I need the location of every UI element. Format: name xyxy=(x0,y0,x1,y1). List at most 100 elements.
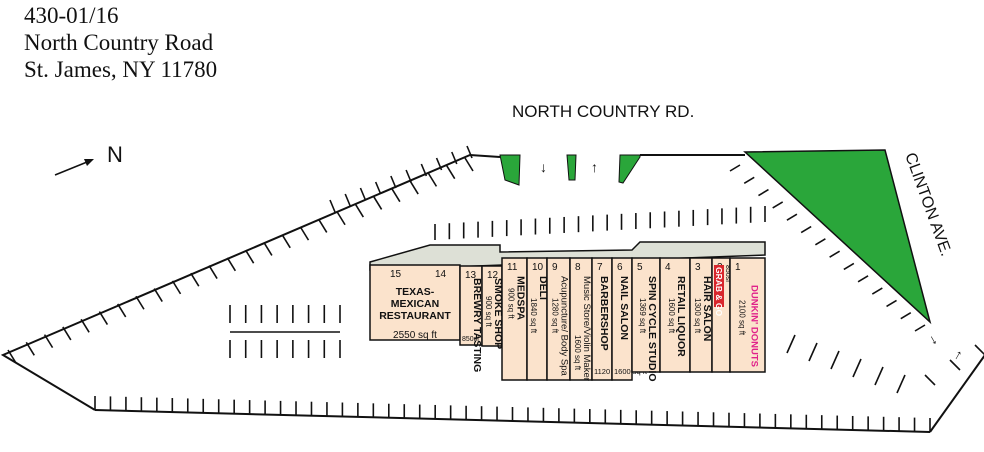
unit-sqft: 850sf xyxy=(462,336,479,343)
north-arrow-icon xyxy=(54,159,94,176)
parking-stripe xyxy=(354,203,365,218)
unit-number: 9 xyxy=(552,262,558,273)
unit-number: 5 xyxy=(637,262,643,273)
arrow-up-icon: ↑ xyxy=(591,159,598,175)
parking-stripe xyxy=(153,288,163,302)
parking-stripe xyxy=(336,211,346,226)
parking-stripe xyxy=(98,311,109,326)
unit-number: 4 xyxy=(665,262,671,273)
unit-sqft: 2550 sq ft xyxy=(393,330,437,341)
parking-stripe xyxy=(852,358,862,378)
parking-stripe xyxy=(874,366,884,386)
parcel-number: 430-01/16 xyxy=(24,3,119,28)
parking-stripe xyxy=(786,213,798,221)
parking-stripe xyxy=(405,169,412,183)
parking-stripe xyxy=(25,341,35,356)
unit-number: 10 xyxy=(532,262,544,273)
parking-stripe xyxy=(896,374,906,394)
parking-stripe xyxy=(772,201,784,209)
parking-stripe xyxy=(329,199,336,213)
parking-stripe xyxy=(263,242,273,256)
parking-stripe xyxy=(62,326,72,341)
unit-sqft: 1600 sq ft xyxy=(573,335,582,371)
unit-name: SPIN CYCLE STUDIO xyxy=(646,276,658,382)
unit-sqft: 1840 sq ft xyxy=(529,298,538,334)
parking-stripe xyxy=(299,226,310,241)
green-island xyxy=(499,154,521,186)
parking-stripe xyxy=(886,299,897,308)
unit-number: 13 xyxy=(465,270,477,281)
unit-name: Acupuncture/ Body Spa xyxy=(559,276,570,377)
parking-stripe xyxy=(900,312,912,320)
parking-stripe xyxy=(359,187,367,201)
unit-name: BREWRY TASTING xyxy=(471,278,483,372)
parking-stripe xyxy=(451,151,458,165)
unit-name: MEDSPA xyxy=(515,276,527,321)
unit-sqft: 1600 sq ft xyxy=(614,367,648,376)
parking-stripe xyxy=(244,249,255,264)
parking-stripe xyxy=(914,324,926,332)
parking-stripe xyxy=(729,164,741,172)
unit-number: 14 xyxy=(435,269,447,280)
parking-stripe xyxy=(924,374,936,386)
unit-sqft: 2100 sq ft xyxy=(738,300,747,336)
parking-stripe xyxy=(446,165,456,180)
parking-stripe xyxy=(43,334,54,349)
arrow-up-icon: ↑ xyxy=(952,346,966,363)
parking-stripe xyxy=(814,238,826,246)
street-address: North Country Road xyxy=(24,30,214,55)
parking-stripe xyxy=(390,175,397,189)
property-address: 430-01/16 North Country Road St. James, … xyxy=(24,2,217,83)
parking-stripe xyxy=(974,344,984,356)
unit-number: 6 xyxy=(617,262,623,273)
parking-stripe xyxy=(190,272,200,287)
parking-stripe xyxy=(344,193,351,207)
green-island xyxy=(618,154,641,184)
unit-15[interactable]: 15 xyxy=(369,264,461,341)
parking-stripe xyxy=(829,250,841,258)
parking-stripe xyxy=(786,334,796,354)
road-label-north-country: NORTH COUNTRY RD. xyxy=(512,102,694,121)
parking-stripe xyxy=(80,318,90,333)
parking-stripe xyxy=(743,176,755,184)
unit-sqft: 850sf xyxy=(724,265,731,282)
green-triangle xyxy=(743,149,932,325)
unit-sqft: 1300 sq ft xyxy=(693,298,702,334)
parking-stripe xyxy=(372,195,383,210)
parking-stripe xyxy=(427,172,438,187)
parking-stripe xyxy=(808,342,818,362)
parking-stripe xyxy=(843,262,855,271)
unit-name: SMOKE SHOP xyxy=(492,278,504,349)
unit-name: RETAIL LIQUOR xyxy=(675,276,687,357)
parking-stripe xyxy=(435,157,443,171)
parking-stripe xyxy=(464,157,474,172)
unit-number: 8 xyxy=(575,262,581,273)
unit-number: 7 xyxy=(597,262,603,273)
parking-stripe xyxy=(391,188,401,203)
unit-number: 3 xyxy=(695,262,701,273)
unit-sqft: 1369 sq ft xyxy=(638,298,647,334)
unit-sqft: 900 sq ft xyxy=(484,296,493,327)
parking-stripe xyxy=(871,287,883,295)
unit-number: 11 xyxy=(507,262,518,273)
parking-stripe xyxy=(7,349,17,364)
green-island xyxy=(566,154,577,181)
unit-name: BARBERSHOP xyxy=(598,276,610,351)
parking-stripe xyxy=(800,225,812,234)
